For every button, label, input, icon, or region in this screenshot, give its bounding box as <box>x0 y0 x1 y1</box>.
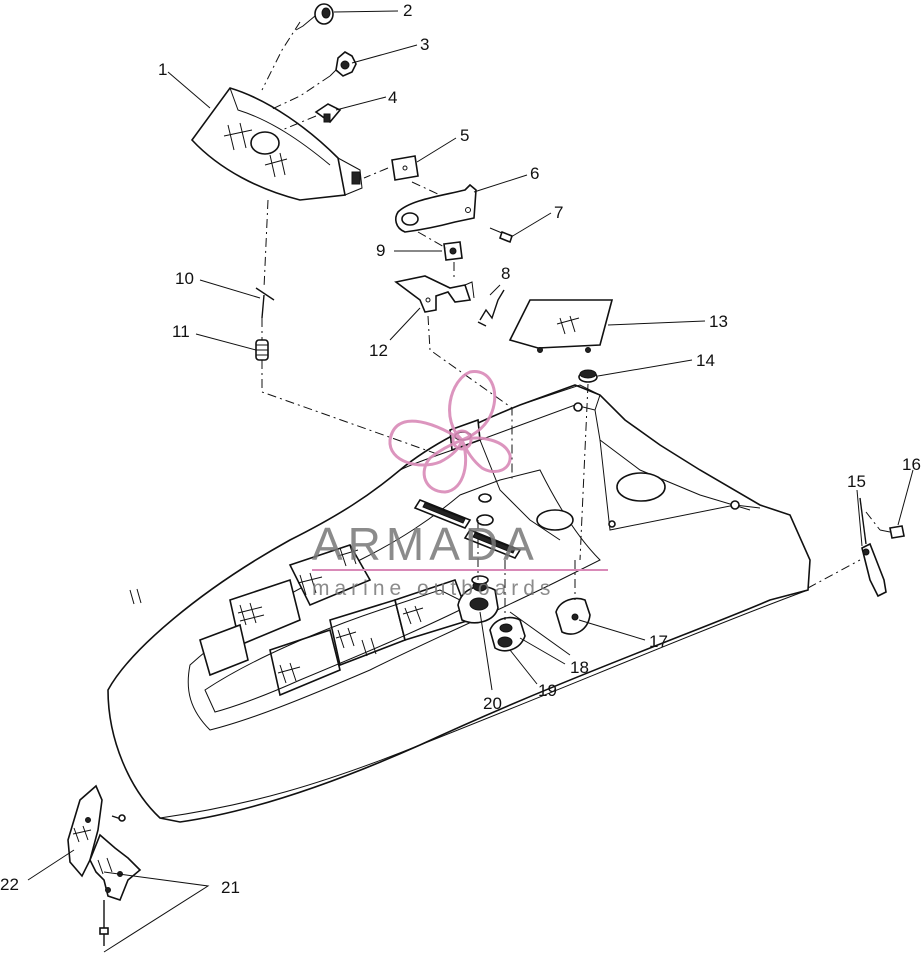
part-5-pad <box>391 155 419 181</box>
callout-1: 1 <box>158 60 167 79</box>
watermark-tagline: marine outboards <box>312 577 555 600</box>
part-13-cover <box>508 299 614 353</box>
part-4-clip <box>314 103 342 124</box>
part-8-spring-clip <box>477 289 505 327</box>
callout-13: 13 <box>709 312 728 331</box>
callout-12: 12 <box>369 341 388 360</box>
part-11-spring <box>255 339 269 361</box>
propeller-logo <box>388 370 512 494</box>
callout-6: 6 <box>530 164 539 183</box>
callout-labels: 1 2 3 4 5 6 7 8 9 10 11 12 13 14 15 16 1… <box>0 1 921 897</box>
part-16-plug <box>879 525 905 539</box>
part-6-bracket <box>395 183 477 233</box>
part-19-gasket <box>489 616 526 652</box>
part-7-screw <box>489 227 513 244</box>
part-1-dash-panel <box>190 87 363 201</box>
callout-9: 9 <box>376 241 385 260</box>
assembly-lines <box>261 21 881 620</box>
callout-4: 4 <box>388 88 397 107</box>
callout-22: 22 <box>0 875 19 894</box>
callout-11: 11 <box>172 322 190 341</box>
callout-16: 16 <box>902 455 921 474</box>
watermark: ARMADA marine outboards <box>312 370 608 600</box>
callout-5: 5 <box>460 126 469 145</box>
part-10-pin <box>255 287 275 319</box>
callout-20: 20 <box>483 694 502 713</box>
callout-3: 3 <box>420 35 429 54</box>
part-22-rear-handle <box>67 784 142 901</box>
part-21-fasteners <box>99 814 126 946</box>
callout-17: 17 <box>649 632 668 651</box>
leader-lines <box>27 10 914 953</box>
callout-2: 2 <box>403 1 412 20</box>
part-9-pad <box>443 241 463 261</box>
callout-8: 8 <box>501 264 510 283</box>
watermark-brand: ARMADA <box>312 518 539 570</box>
part-2-lamp <box>295 3 334 31</box>
callout-7: 7 <box>554 203 563 222</box>
part-12-latch-bracket <box>394 275 475 313</box>
callout-21: 21 <box>221 878 240 897</box>
callout-15: 15 <box>847 472 866 491</box>
part-20-washer-stack <box>457 575 499 624</box>
callout-18: 18 <box>570 658 589 677</box>
callout-19: 19 <box>538 681 557 700</box>
part-14-nut <box>578 369 598 383</box>
part-17-gasket-plate <box>555 597 591 635</box>
callout-10: 10 <box>175 269 194 288</box>
callout-14: 14 <box>696 351 715 370</box>
part-3-socket <box>329 51 357 77</box>
part-15-lever <box>859 497 887 598</box>
